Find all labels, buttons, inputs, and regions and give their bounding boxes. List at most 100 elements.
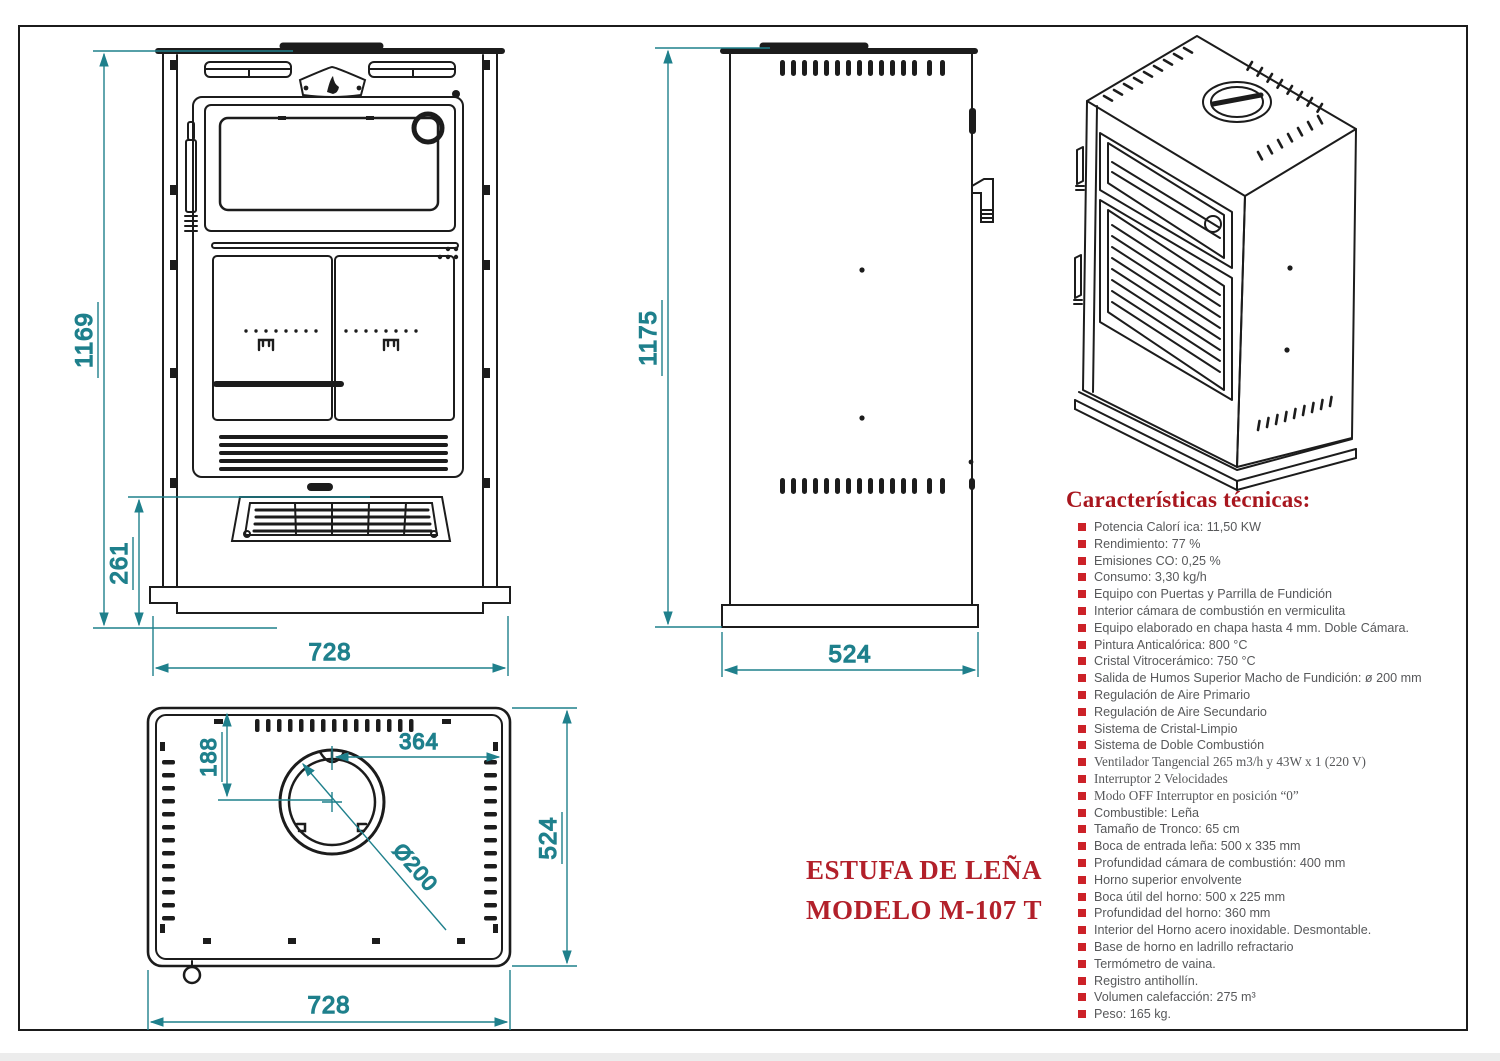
spec-item-text: Sistema de Cristal-Limpio <box>1094 721 1238 736</box>
bullet-square-icon <box>1078 808 1086 817</box>
spec-item-text: Regulación de Aire Primario <box>1094 687 1251 702</box>
bullet-square-icon <box>1078 724 1086 733</box>
spec-item: Interior del Horno acero inoxidable. Des… <box>1078 922 1466 939</box>
spec-item: Sistema de Cristal-Limpio <box>1078 721 1466 738</box>
spec-item-text: Boca útil del horno: 500 x 225 mm <box>1094 889 1286 904</box>
side-top-vents <box>780 60 945 76</box>
spec-item: Ventilador Tangencial 265 m3/h y 43W x 1… <box>1078 754 1466 771</box>
bullet-square-icon <box>1078 690 1086 699</box>
bullet-square-icon <box>1078 556 1086 565</box>
spec-item-text: Rendimiento: 77 % <box>1094 536 1201 551</box>
bullet-square-icon <box>1078 909 1086 918</box>
spec-item: Termómetro de vaina. <box>1078 956 1466 973</box>
bullet-square-icon <box>1078 707 1086 716</box>
front-slat-grille <box>219 435 448 471</box>
spec-item: Tamaño de Tronco: 65 cm <box>1078 821 1466 838</box>
page-edge-strip <box>0 1053 1500 1061</box>
dim-top-flue-offset-x: 364 <box>399 729 439 754</box>
model-title-line2: MODELO M-107 T <box>806 895 1042 925</box>
dim-front-base-height: 261 <box>106 541 133 584</box>
spec-item: Profundidad del horno: 360 mm <box>1078 905 1466 922</box>
spec-item: Cristal Vitrocerámico: 750 °C <box>1078 653 1466 670</box>
spec-item: Regulación de Aire Secundario <box>1078 704 1466 721</box>
spec-item: Pintura Anticalórica: 800 °C <box>1078 637 1466 654</box>
spec-item: Modo OFF Interruptor en posición “0” <box>1078 788 1466 805</box>
spec-item-text: Boca de entrada leña: 500 x 335 mm <box>1094 839 1301 854</box>
dim-top-flue-offset-y: 188 <box>196 737 221 777</box>
spec-item: Profundidad cámara de combustión: 400 mm <box>1078 855 1466 872</box>
spec-item-text: Consumo: 3,30 kg/h <box>1094 570 1207 585</box>
bullet-square-icon <box>1078 791 1086 800</box>
bullet-square-icon <box>1078 539 1086 548</box>
spec-item: Boca útil del horno: 500 x 225 mm <box>1078 889 1466 906</box>
oven-door-handle <box>184 121 198 232</box>
spec-item-text: Volumen calefacción: 275 m³ <box>1094 990 1256 1005</box>
iso-base <box>1078 391 1353 471</box>
bullet-square-icon <box>1078 875 1086 884</box>
iso-top-vents <box>1102 46 1324 161</box>
model-title: ESTUFA DE LEÑA MODELO M-107 T <box>806 850 1042 930</box>
bullet-square-icon <box>1078 590 1086 599</box>
spec-item-text: Salida de Humos Superior Macho de Fundic… <box>1094 671 1422 686</box>
spec-item: Combustible: Leña <box>1078 805 1466 822</box>
bullet-square-icon <box>1078 741 1086 750</box>
iso-firebox <box>1099 199 1233 401</box>
spec-item-text: Horno superior envolvente <box>1094 872 1242 887</box>
bullet-square-icon <box>1078 1010 1086 1019</box>
air-control-rod <box>213 381 344 387</box>
bullet-square-icon <box>1078 842 1086 851</box>
front-top-vent-left <box>204 61 292 78</box>
spec-item-text: Equipo elaborado en chapa hasta 4 mm. Do… <box>1094 620 1410 635</box>
spec-item-text: Registro antihollín. <box>1094 973 1199 988</box>
iso-handle-upper <box>1075 146 1085 191</box>
spec-item-text: Peso: 165 kg. <box>1094 1007 1172 1022</box>
iso-handle-lower <box>1073 254 1083 305</box>
iso-side-vents <box>1256 395 1333 432</box>
spec-item: Regulación de Aire Primario <box>1078 687 1466 704</box>
side-dimensions: 1175 524 <box>634 47 979 677</box>
bullet-square-icon <box>1078 993 1086 1002</box>
spec-item: Rendimiento: 77 % <box>1078 536 1466 553</box>
spec-item-text: Interior del Horno acero inoxidable. Des… <box>1094 923 1372 938</box>
dim-front-width: 728 <box>308 639 351 666</box>
side-base <box>721 604 979 628</box>
spec-item-text: Emisiones CO: 0,25 % <box>1094 553 1221 568</box>
spec-item-text: Interior cámara de combustión en vermicu… <box>1094 603 1346 618</box>
bullet-square-icon <box>1078 825 1086 834</box>
bullet-square-icon <box>1078 774 1086 783</box>
flue-collar-icon <box>1202 81 1272 123</box>
spec-item: Base de horno en ladrillo refractario <box>1078 939 1466 956</box>
spec-item-text: Combustible: Leña <box>1094 805 1200 820</box>
spec-item: Sistema de Doble Combustión <box>1078 737 1466 754</box>
spec-item-text: Profundidad del horno: 360 mm <box>1094 906 1271 921</box>
bullet-square-icon <box>1078 758 1086 767</box>
spec-item-text: Ventilador Tangencial 265 m3/h y 43W x 1… <box>1094 754 1366 770</box>
bullet-square-icon <box>1078 523 1086 531</box>
top-vent-row <box>255 719 414 732</box>
bullet-square-icon <box>1078 573 1086 582</box>
top-knob-icon <box>182 965 202 985</box>
spec-item: Equipo elaborado en chapa hasta 4 mm. Do… <box>1078 620 1466 637</box>
specs-list: Potencia Calorí ica: 11,50 KW Rendimient… <box>1066 519 1466 1023</box>
thermometer-icon <box>411 111 445 145</box>
bullet-square-icon <box>1078 640 1086 649</box>
spec-item: Horno superior envolvente <box>1078 872 1466 889</box>
spec-item: Consumo: 3,30 kg/h <box>1078 569 1466 586</box>
spec-item-text: Termómetro de vaina. <box>1094 956 1216 971</box>
spec-item: Volumen calefacción: 275 m³ <box>1078 989 1466 1006</box>
oven-door <box>204 90 460 232</box>
top-vent-columns <box>162 760 497 921</box>
bullet-square-icon <box>1078 892 1086 901</box>
specs-heading: Características técnicas: <box>1066 487 1311 512</box>
spec-item: Interior cámara de combustión en vermicu… <box>1078 603 1466 620</box>
dim-front-height: 1169 <box>71 312 98 368</box>
bullet-square-icon <box>1078 976 1086 985</box>
technical-specs-panel: Características técnicas: Potencia Calor… <box>1066 487 1466 1023</box>
spec-item-text: Interruptor 2 Velocidades <box>1094 770 1228 786</box>
front-dimensions: 1169 261 728 <box>70 50 509 676</box>
side-door-handle <box>971 178 994 223</box>
bullet-square-icon <box>1078 623 1086 632</box>
spec-item-text: Regulación de Aire Secundario <box>1094 704 1267 719</box>
